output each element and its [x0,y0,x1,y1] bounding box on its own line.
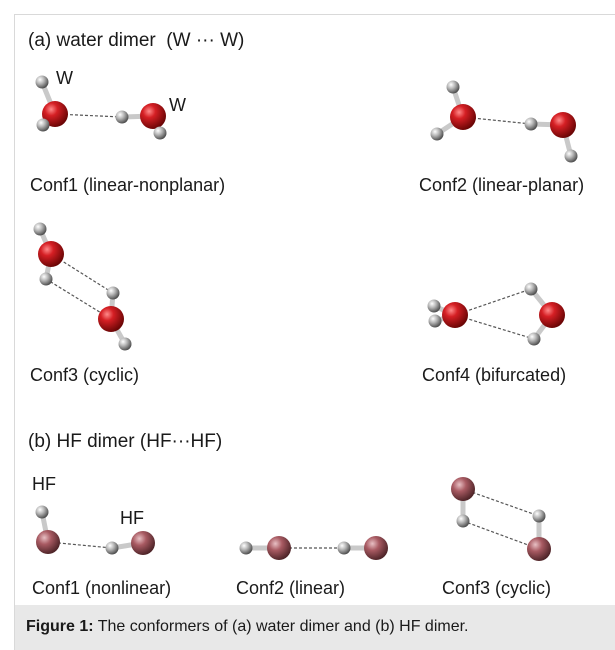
water-conf3-label: Conf3 (cyclic) [30,365,139,385]
hf-conf3-label: Conf3 (cyclic) [442,578,551,598]
water-monomer-label: W [169,95,186,115]
water-conf1-molecule [35,75,167,140]
water-conf3-molecule [33,222,132,351]
caption-text: The conformers of (a) water dimer and (b… [93,618,469,635]
section-a-title: (a) water dimer (W ··· W) [28,30,244,51]
hf-conf2-label: Conf2 (linear) [236,578,345,598]
hf-conf1-molecule [35,505,155,555]
water-conf4-label: Conf4 (bifurcated) [422,365,566,385]
figure-panel: (a) water dimer (W ··· W) W W Conf1 (lin… [14,14,615,606]
hf-conf2-molecule [239,536,388,560]
hf-monomer-label: HF [32,474,56,494]
water-conf2-label: Conf2 (linear-planar) [419,175,584,195]
water-monomer-label: W [56,68,73,88]
water-conf4-molecule [427,282,565,346]
figure-illustration: (a) water dimer (W ··· W) W W Conf1 (lin… [28,30,584,598]
hf-monomer-label: HF [120,508,144,528]
caption-label: Figure 1: [26,618,94,635]
figure-caption: Figure 1: The conformers of (a) water di… [14,605,615,650]
water-conf1-label: Conf1 (linear-nonplanar) [30,175,225,195]
hf-conf1-label: Conf1 (nonlinear) [32,578,171,598]
water-conf2-molecule [430,80,578,163]
section-b-title: (b) HF dimer (HF···HF) [28,431,222,452]
hf-conf3-molecule [451,477,551,561]
